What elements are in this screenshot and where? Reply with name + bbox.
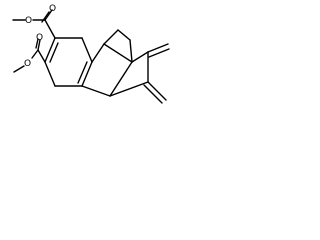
- bond: [44, 37, 56, 63]
- bond: [103, 43, 133, 63]
- atom-label-o: O: [36, 33, 43, 43]
- bond: [77, 61, 88, 84]
- bond: [37, 49, 46, 63]
- bond: [31, 49, 39, 59]
- bond: [147, 81, 167, 101]
- atom-label-o: O: [49, 4, 56, 14]
- bond: [81, 61, 93, 87]
- molecule-structure: O O O O: [12, 4, 170, 104]
- bond: [49, 42, 59, 63]
- bond: [13, 65, 25, 73]
- bond: [129, 39, 133, 63]
- bond: [81, 85, 111, 97]
- bond: [143, 84, 163, 104]
- bond: [148, 48, 170, 58]
- bond: [37, 39, 41, 51]
- bicyclic-cage: [81, 29, 149, 97]
- bond: [131, 51, 149, 63]
- bond: [81, 37, 93, 63]
- bond: [44, 19, 56, 39]
- methylene-groups: [143, 43, 170, 104]
- ester-top: [12, 9, 56, 39]
- bond: [109, 61, 133, 97]
- bond: [117, 29, 131, 41]
- structure-canvas: O O O O: [0, 0, 195, 131]
- bond: [35, 38, 39, 49]
- ester-ring: [44, 37, 93, 87]
- bond: [44, 61, 56, 87]
- bond: [44, 9, 53, 21]
- ester-bottom: [13, 38, 46, 73]
- atom-label-o: O: [24, 59, 31, 69]
- bond: [103, 29, 119, 45]
- bond: [147, 43, 169, 53]
- bond: [91, 43, 105, 63]
- bond: [109, 81, 149, 97]
- atom-label-o: O: [25, 16, 32, 26]
